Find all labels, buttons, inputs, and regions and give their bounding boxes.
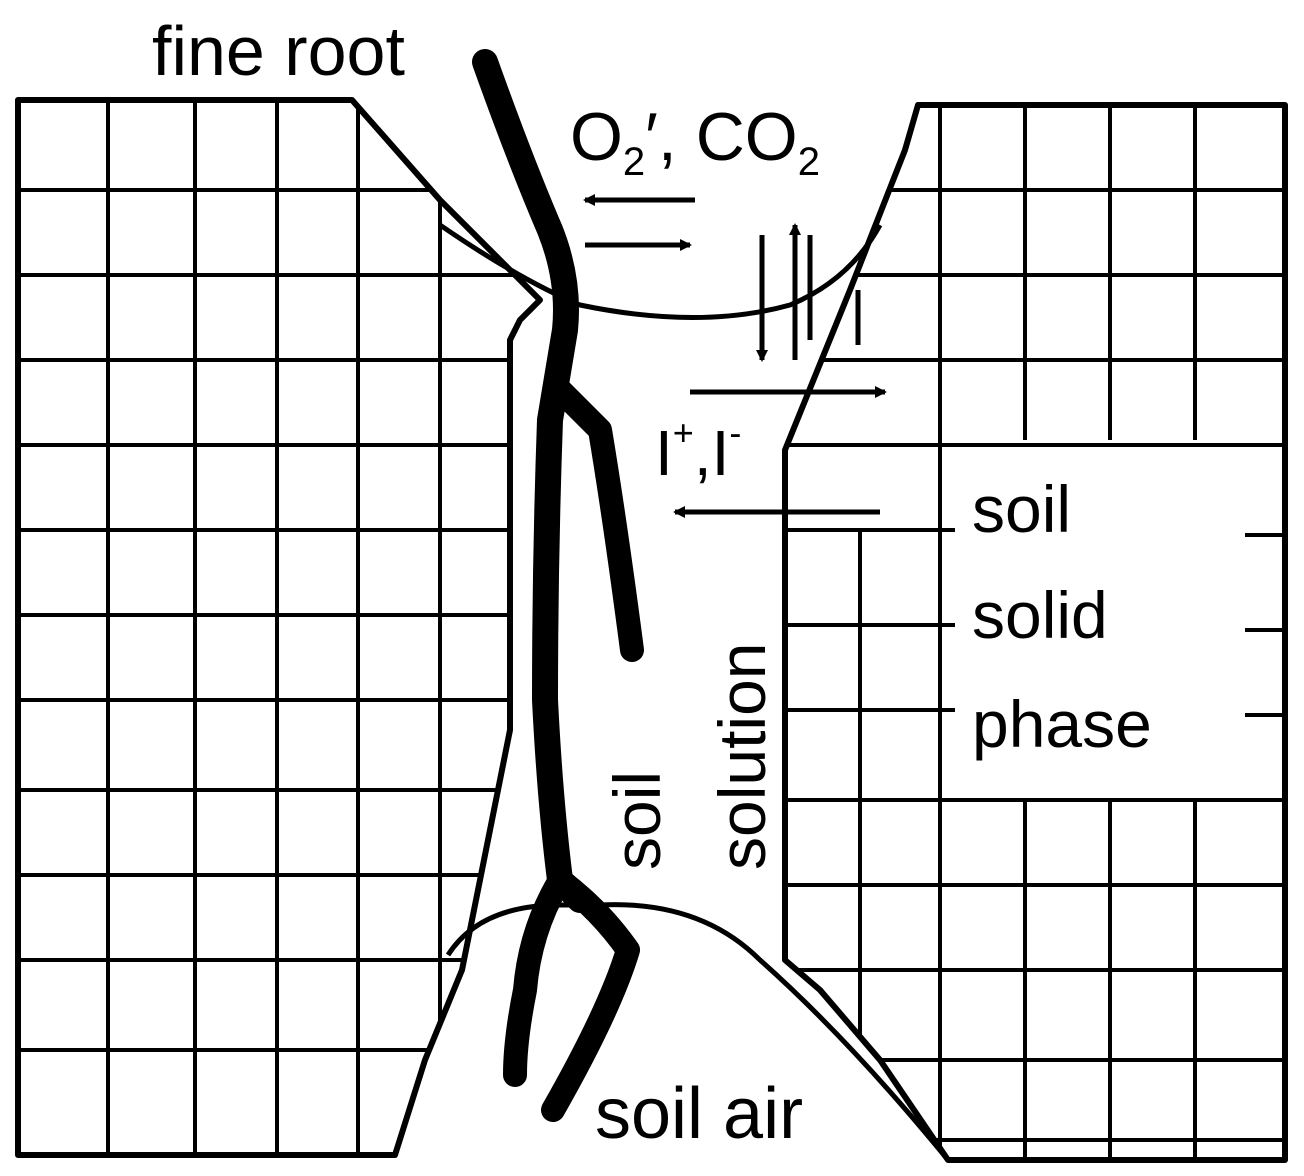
soil-solution-boundaries — [438, 222, 950, 1162]
ion-species-label: I+,I- — [655, 412, 741, 489]
fine-root-label: fine root — [152, 12, 405, 90]
gas-exchange-arrows — [583, 194, 861, 362]
soil-solid-phase-label-line2: solid — [972, 578, 1108, 652]
soil-solution-label-solution: solution — [705, 643, 779, 871]
soil-air-label: soil air — [595, 1074, 803, 1154]
gas-species-label: O2′, CO2 — [570, 99, 820, 184]
soil-solid-phase-label-line3: phase — [972, 687, 1152, 761]
soil-solid-phase-label-line1: soil — [972, 472, 1071, 546]
ion-exchange-arrows — [673, 386, 887, 518]
soil-solution-label-soil: soil — [600, 771, 674, 870]
right-soil-solid-block — [782, 102, 1288, 1163]
left-soil-solid-block — [15, 97, 543, 1158]
fine-root — [472, 49, 644, 1122]
